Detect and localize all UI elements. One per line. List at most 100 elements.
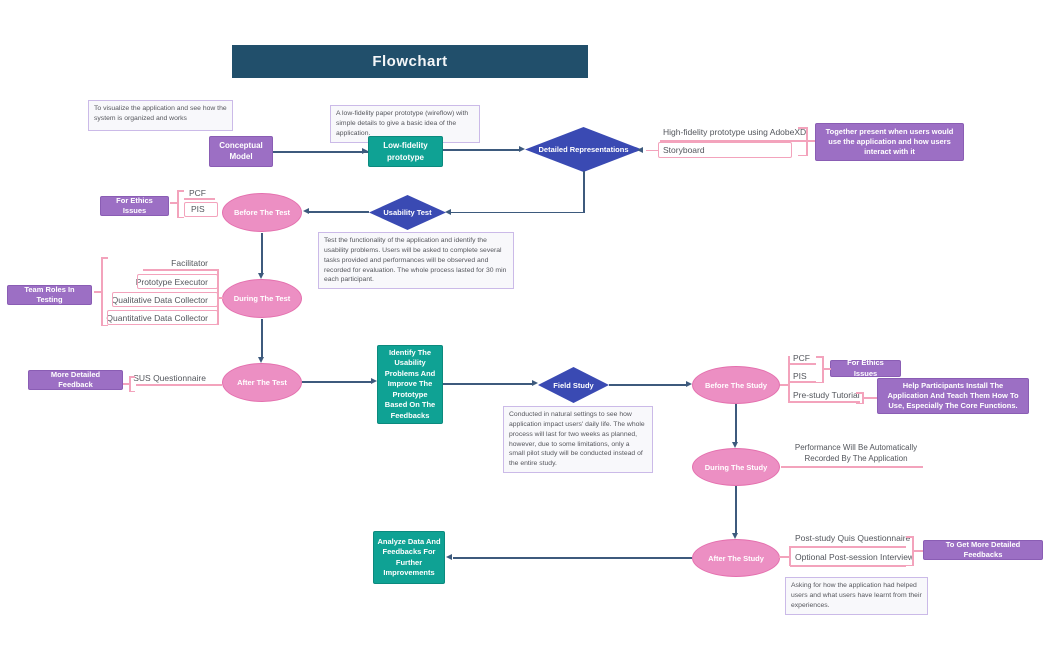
- node-analyze-data[interactable]: Analyze Data And Feedbacks For Further I…: [373, 531, 445, 584]
- node-after-the-study[interactable]: After The Study: [692, 539, 780, 577]
- pink-underline-pcf: [184, 198, 215, 200]
- label-sus-questionnaire[interactable]: SUS Questionnaire: [133, 373, 206, 383]
- node-field-study[interactable]: Field Study: [538, 367, 609, 403]
- connector-aftertest-identify: [302, 381, 372, 383]
- callout-together-present[interactable]: Together present when users would use th…: [815, 123, 964, 161]
- note-field-study[interactable]: Conducted in natural settings to see how…: [503, 406, 653, 474]
- pink-box-storyboard: [658, 142, 792, 158]
- pink-bracket: [177, 190, 179, 218]
- arrowhead: [732, 442, 738, 448]
- callout-ethics-study[interactable]: For Ethics Issues: [830, 358, 901, 378]
- pink-bracket: [906, 564, 913, 566]
- callout-help-participants[interactable]: Help Participants Install The Applicatio…: [877, 378, 1029, 414]
- pink-bracket: [129, 376, 135, 378]
- label-prototype-executor[interactable]: Prototype Executor: [135, 277, 208, 287]
- callout-more-detailed-feedback[interactable]: More Detailed Feedback: [28, 370, 123, 390]
- node-during-the-test[interactable]: During The Test: [222, 279, 302, 318]
- pink-bracket: [816, 356, 823, 358]
- label-pis-test[interactable]: PIS: [191, 204, 205, 214]
- pink-bracket: [177, 190, 184, 192]
- node-identify-improve[interactable]: Identify The Usability Problems And Impr…: [377, 345, 443, 424]
- label-qualitative-collector[interactable]: Qualitative Data Collector: [111, 295, 208, 305]
- pink-box-pis: [184, 202, 218, 217]
- node-detailed-representations[interactable]: Detailed Representations: [525, 127, 642, 172]
- pink-bracket: [177, 216, 184, 218]
- node-low-fidelity-prototype[interactable]: Low-fidelity prototype: [368, 136, 443, 167]
- label-pis-study[interactable]: PIS: [793, 371, 807, 381]
- connector-beforetest-duringtest: [261, 233, 263, 273]
- arrowhead: [258, 357, 264, 363]
- pink-underline-high-fidelity: [660, 140, 810, 142]
- node-before-the-study[interactable]: Before The Study: [692, 366, 780, 404]
- connector-duringstudy-afterstudy: [735, 486, 737, 533]
- pink-underline-pis-study: [788, 381, 816, 383]
- pink-bracket: [170, 202, 177, 204]
- pink-bracket: [906, 536, 913, 538]
- arrowhead: [445, 209, 451, 215]
- pink-bracket: [862, 392, 864, 404]
- label-post-study-questionnaire[interactable]: Post-study Quis Questionnaire: [795, 533, 911, 543]
- pink-bracket: [94, 291, 101, 293]
- arrowhead: [362, 148, 368, 154]
- connector-duringtest-aftertest: [261, 319, 263, 357]
- pink-bracket: [129, 390, 135, 392]
- arrowhead: [303, 208, 309, 214]
- arrowhead: [532, 380, 538, 386]
- node-before-the-test[interactable]: Before The Test: [222, 193, 302, 232]
- note-conceptual[interactable]: To visualize the application and see how…: [88, 100, 233, 131]
- pink-underline-sus: [136, 384, 222, 386]
- pink-underline-facilitator: [143, 269, 218, 271]
- arrowhead: [371, 378, 377, 384]
- pink-line: [217, 297, 223, 299]
- pink-bracket: [913, 550, 923, 552]
- label-performance-recorded[interactable]: Performance Will Be Automatically Record…: [794, 443, 918, 463]
- label-quantitative-collector[interactable]: Quantitative Data Collector: [106, 313, 208, 323]
- label-pcf-study[interactable]: PCF: [793, 353, 810, 363]
- pink-box-prototype-executor: [137, 274, 218, 289]
- label-pre-study-tutorial[interactable]: Pre-study Tutorial: [793, 390, 860, 400]
- connector-detailed-usability-v: [583, 171, 585, 213]
- node-after-the-test[interactable]: After The Test: [222, 363, 302, 402]
- pink-bracket: [856, 392, 863, 394]
- label-optional-interview[interactable]: Optional Post-session Interview: [795, 552, 915, 562]
- page-title: Flowchart: [372, 53, 448, 70]
- label-high-fidelity[interactable]: High-fidelity prototype using AdobeXD: [663, 127, 807, 137]
- note-usability-test[interactable]: Test the functionality of the applicatio…: [318, 232, 514, 290]
- pink-line: [789, 546, 791, 566]
- arrowhead: [519, 146, 525, 152]
- pink-bracket: [822, 356, 824, 383]
- pink-bracket: [856, 402, 863, 404]
- flowchart-title-banner[interactable]: Flowchart: [232, 45, 588, 78]
- arrowhead: [686, 381, 692, 387]
- connector-lowfi-detailed: [443, 149, 521, 151]
- arrowhead: [732, 533, 738, 539]
- pink-bracket: [798, 127, 806, 129]
- pink-underline-performance: [781, 466, 923, 468]
- pink-bracket: [123, 383, 129, 385]
- pink-bracket: [816, 381, 823, 383]
- pink-bracket: [798, 154, 806, 156]
- note-after-study[interactable]: Asking for how the application had helpe…: [785, 577, 928, 615]
- callout-to-get-feedbacks[interactable]: To Get More Detailed Feedbacks: [923, 540, 1043, 560]
- node-during-the-study[interactable]: During The Study: [692, 448, 780, 486]
- node-conceptual-model[interactable]: Conceptual Model: [209, 136, 273, 167]
- pink-bracket: [806, 140, 815, 142]
- arrowhead: [258, 273, 264, 279]
- connector-afterstudy-analyze: [453, 557, 692, 559]
- node-usability-test[interactable]: Usability Test: [369, 195, 446, 230]
- pink-bracket: [806, 127, 808, 156]
- label-facilitator[interactable]: Facilitator: [171, 258, 208, 268]
- label-storyboard[interactable]: Storyboard: [663, 145, 705, 155]
- pink-box-qualitative: [112, 292, 218, 307]
- pink-bracket: [823, 368, 831, 370]
- pink-line: [788, 356, 790, 402]
- pink-bracket: [912, 536, 914, 566]
- pink-line: [646, 149, 658, 151]
- label-pcf-test[interactable]: PCF: [189, 188, 206, 198]
- pink-bracket: [129, 376, 131, 392]
- pink-underline-pcf-study: [788, 363, 816, 365]
- pink-underline-optional: [790, 565, 906, 567]
- callout-ethics-test[interactable]: For Ethics Issues: [100, 196, 169, 216]
- callout-team-roles[interactable]: Team Roles In Testing: [7, 285, 92, 305]
